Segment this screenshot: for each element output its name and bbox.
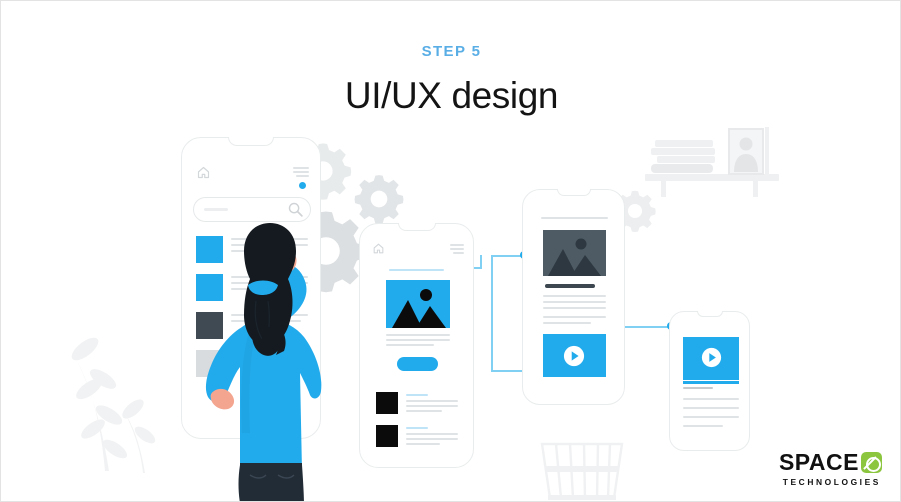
media-text-3: [543, 307, 606, 309]
list-text-2b: [406, 438, 458, 440]
logo-wordmark: SPACE: [779, 451, 882, 474]
logo-o-mark-icon: [861, 452, 882, 473]
media-headline: [545, 284, 595, 288]
hamburger-icon[interactable]: [450, 244, 464, 246]
logo-tagline: TECHNOLOGIES: [782, 477, 881, 487]
media-topbar-line: [541, 217, 608, 219]
hamburger-icon[interactable]: [293, 167, 309, 169]
article-text-3: [386, 344, 434, 346]
list-text-1c: [406, 410, 442, 412]
home-icon[interactable]: [372, 242, 385, 255]
phone4-notch: [696, 311, 723, 317]
video-meta-line: [683, 387, 713, 389]
phone-mockup-media[interactable]: [522, 189, 625, 405]
gear-small-decor: [354, 175, 404, 224]
list-thumb-2: [376, 425, 398, 447]
hamburger-icon-line2: [450, 248, 464, 250]
home-icon[interactable]: [196, 165, 211, 180]
play-button-icon[interactable]: [701, 347, 722, 368]
play-button-icon[interactable]: [563, 345, 585, 367]
connector-line-2-3-v: [480, 255, 482, 269]
search-icon[interactable]: [287, 201, 304, 218]
step-label: STEP 5: [421, 43, 482, 60]
hamburger-icon-line3: [296, 175, 309, 177]
thumbnail-dark-3: [196, 312, 223, 339]
logo-brand-text: SPACE: [778, 449, 859, 475]
phone1-notch: [228, 137, 274, 146]
basket-decor: [540, 442, 624, 500]
list-thumb-1: [376, 392, 398, 414]
video-text-2: [683, 407, 739, 409]
phone3-notch: [556, 189, 591, 196]
hamburger-icon-line2: [293, 171, 309, 173]
connector-line-mid-h: [491, 370, 523, 372]
phone-mockup-article[interactable]: [359, 223, 474, 468]
designer-woman-illustration: [205, 223, 322, 501]
video-text-1: [683, 398, 739, 400]
video-text-3: [683, 416, 739, 418]
media-text-1: [543, 295, 606, 297]
connector-line-mid-v: [491, 255, 493, 371]
phone2-notch: [397, 223, 436, 231]
media-text-2: [543, 301, 606, 303]
video-text-4: [683, 425, 723, 427]
brand-logo: SPACE TECHNOLOGIES: [779, 451, 882, 487]
wall-shelf-decor: [645, 127, 779, 197]
list-text-1b: [406, 405, 458, 407]
hamburger-icon-line3: [453, 252, 464, 254]
list-text-2c: [406, 443, 440, 445]
phone-mockup-video[interactable]: [669, 311, 750, 451]
search-field[interactable]: [193, 197, 311, 222]
image-mountain-icon: [392, 289, 446, 328]
article-text-2: [386, 339, 450, 341]
video-progress-bar[interactable]: [683, 381, 739, 384]
image-mountain-icon: [548, 238, 601, 276]
media-text-4: [543, 316, 606, 318]
article-text-1: [386, 334, 450, 336]
media-text-5: [543, 322, 591, 324]
connector-line-3-4-h: [491, 255, 524, 257]
list-text-2a: [406, 433, 458, 435]
thumbnail-blue-1: [196, 236, 223, 263]
list-text-1a: [406, 400, 458, 402]
list-title-2: [406, 427, 428, 430]
search-placeholder-line: [204, 208, 228, 211]
connector-line-4-h: [618, 326, 670, 328]
notification-dot: [299, 182, 306, 189]
page-title: UI/UX design: [344, 75, 559, 116]
plant-branches-decor: [71, 337, 156, 473]
article-kicker: [389, 269, 444, 272]
list-title-1: [406, 394, 428, 397]
thumbnail-blue-2: [196, 274, 223, 301]
cta-button[interactable]: [397, 357, 438, 371]
